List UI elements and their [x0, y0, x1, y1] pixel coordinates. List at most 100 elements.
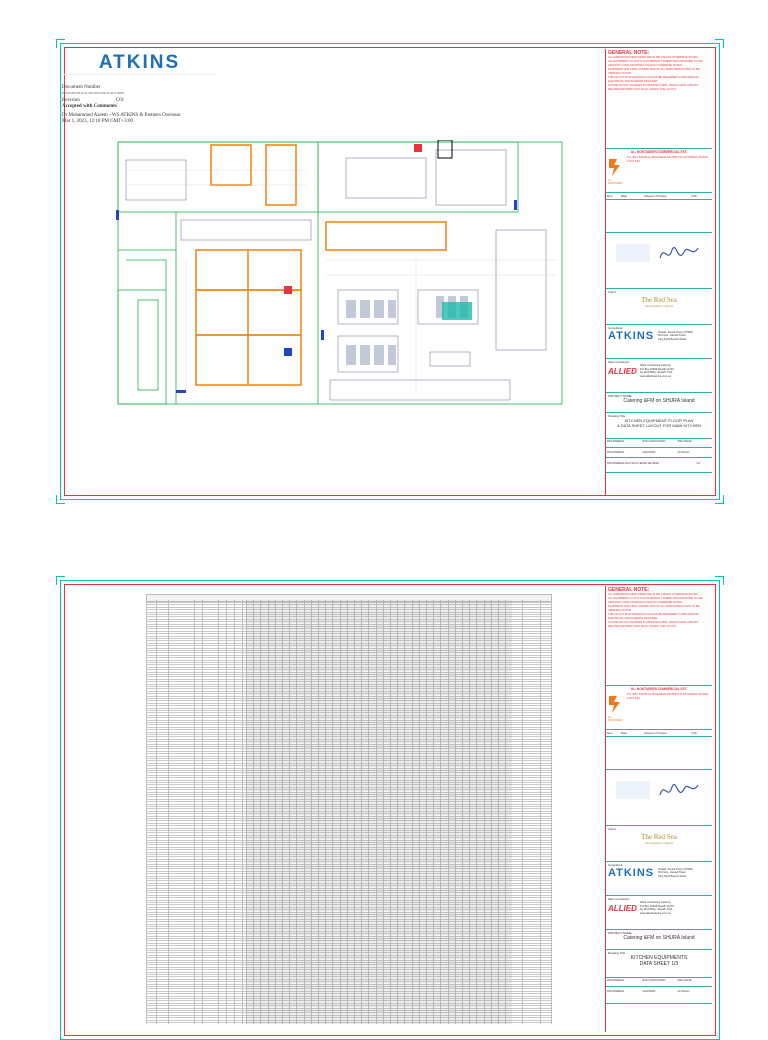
table-row — [146, 731, 552, 733]
table-row — [146, 734, 552, 735]
meta-rev: C0 — [696, 461, 700, 465]
client-label: Client: — [608, 290, 617, 294]
table-column-line — [505, 600, 507, 1024]
table-column-line — [462, 600, 463, 1024]
table-row — [146, 806, 552, 807]
table-row — [146, 964, 552, 966]
table-row — [146, 950, 552, 951]
table-row — [146, 921, 552, 923]
table-row — [146, 940, 552, 942]
table-row — [146, 894, 552, 896]
table-column-line — [156, 600, 157, 1024]
table-row — [146, 981, 552, 983]
table-row — [146, 846, 552, 848]
table-row — [146, 844, 552, 846]
consultant-label: Consultant: — [608, 863, 624, 867]
table-row — [146, 736, 552, 738]
corner-mark — [715, 39, 724, 48]
table-row — [146, 990, 552, 992]
table-row — [146, 642, 552, 644]
table-column-line — [498, 600, 499, 1024]
general-note-heading: GENERAL NOTE: — [608, 50, 650, 56]
subcontractor-logo-text: AL-NOKTADEEN — [608, 179, 623, 185]
table-row — [146, 851, 552, 853]
table-column-line — [483, 600, 485, 1024]
doc-number-value: RSS-RSDESH-ACO-S00-XXX-ENGF-AE-L00001 — [62, 91, 125, 95]
signature-graphic — [616, 781, 699, 799]
drawing-meta-table: RSS-RSDESH RSS-CONSULTANT RSS-ISSUE RSS-… — [606, 978, 712, 1004]
table-row — [146, 717, 552, 719]
table-row — [146, 892, 552, 894]
table-row — [146, 630, 552, 632]
main-contractor-block: Main Contractor ALLIED Allied Contractin… — [606, 896, 712, 930]
main-contractor-block: Main Contractor ALLIED Allied Contractin… — [606, 359, 712, 393]
drawing-title: & DATA SHEET LAYOUT FOR MAIN KITCHEN — [616, 423, 702, 428]
table-row — [146, 729, 552, 731]
main-contractor-name: Allied Contracting Catering — [639, 901, 671, 904]
project-name: Catering &FM on SHURA Island — [623, 398, 695, 404]
table-row — [146, 748, 552, 750]
table-row — [146, 911, 552, 913]
table-row — [146, 606, 552, 608]
table-row — [146, 746, 552, 747]
table-row — [146, 789, 552, 791]
table-row — [146, 779, 552, 781]
table-column-line — [274, 600, 276, 1024]
table-column-line — [540, 600, 541, 1024]
table-row — [146, 1005, 552, 1007]
main-contractor-logo: ALLIED — [608, 903, 637, 913]
rev-header: Chk. — [691, 194, 698, 198]
table-row — [146, 621, 552, 623]
table-row — [146, 928, 552, 930]
table-row — [146, 724, 552, 726]
table-row — [146, 993, 552, 995]
project-block: PROJECT NAME: Catering &FM on SHURA Isla… — [606, 393, 712, 413]
table-row — [146, 899, 552, 901]
client-sub: Development Company — [644, 841, 674, 845]
table-column-line — [346, 600, 348, 1024]
table-column-line — [332, 600, 334, 1024]
table-row — [146, 995, 552, 997]
note-item: THE LAYOUT PLAN DRAWINGS SHOULD BE REFER… — [608, 76, 700, 83]
drawing-title: DATA SHEET 1/3 — [639, 961, 679, 967]
table-row — [146, 786, 552, 788]
note-item: THE LAYOUT PLAN DRAWINGS SHOULD BE REFER… — [608, 613, 700, 620]
table-row — [146, 861, 552, 863]
corner-mark — [56, 576, 65, 585]
table-row — [146, 1000, 552, 1002]
table-row — [146, 698, 552, 699]
consultant-address: 6th Floor- Hamad Tower — [658, 871, 686, 875]
table-row — [146, 808, 552, 810]
table-row — [146, 690, 552, 692]
table-column-line — [522, 600, 523, 1024]
table-column-line — [325, 600, 327, 1024]
table-row — [146, 686, 552, 687]
table-row — [146, 842, 552, 843]
drawing-title: KITCHEN EQUIPMENTS — [630, 955, 688, 961]
table-row — [146, 791, 552, 793]
meta-doc-no: RSS-RSDESH-ACO-S0-XX-ENGF-AE-00001 — [607, 461, 660, 465]
table-row — [146, 933, 552, 935]
table-row — [146, 854, 552, 855]
consultant-address: King Fahd Branch Road — [658, 874, 686, 878]
table-column-line — [218, 600, 219, 1024]
table-row — [146, 638, 552, 639]
review-status: Accepted with Comments — [62, 104, 117, 109]
table-column-line — [267, 600, 269, 1024]
client-name: The Red Sea — [641, 296, 677, 304]
table-row — [146, 906, 552, 908]
table-header-band — [146, 594, 552, 602]
table-column-line — [375, 600, 377, 1024]
title-block: GENERAL NOTE: ALL DIMENSIONS MENTIONED A… — [605, 49, 712, 495]
rev-header: Chk. — [691, 731, 698, 735]
table-row — [146, 798, 552, 800]
rev-header: Rev. — [607, 194, 613, 198]
table-row — [146, 640, 552, 642]
corner-mark — [56, 495, 65, 504]
table-row — [146, 762, 552, 764]
table-row — [146, 1010, 552, 1011]
table-row — [146, 681, 552, 683]
meta-header: RSS-RSDESH — [607, 990, 625, 993]
table-row — [146, 633, 552, 635]
table-column-line — [404, 600, 406, 1024]
